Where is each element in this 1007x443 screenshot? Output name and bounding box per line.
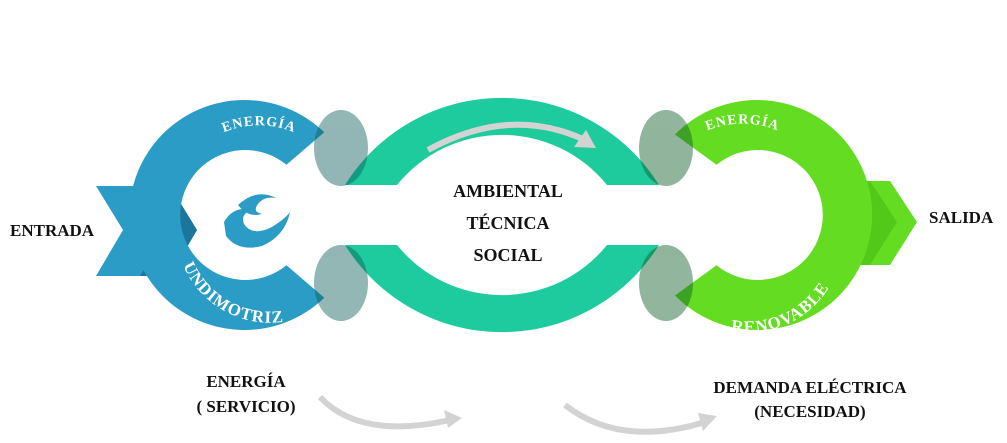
- center-ring-bottom-text: SATISFACER: [440, 381, 574, 414]
- center-ring: [345, 97, 659, 333]
- right-ring-top-text: ENERGÍA: [703, 113, 781, 135]
- center-flow-arrow: [426, 121, 596, 153]
- demand-label: DEMANDA ELÉCTRICA (NECESIDAD): [713, 378, 907, 421]
- center-item-social: SOCIAL: [473, 245, 542, 265]
- center-item-ambiental: AMBIENTAL: [453, 181, 563, 201]
- right-ring: [675, 99, 873, 330]
- demand-label-line1: DEMANDA ELÉCTRICA: [713, 378, 907, 397]
- center-items: AMBIENTAL TÉCNICA SOCIAL: [453, 181, 563, 265]
- left-ring: [129, 99, 325, 331]
- left-ring-top-text: ENERGÍA: [220, 114, 298, 136]
- demand-label-line2: (NECESIDAD): [754, 402, 865, 421]
- demand-flow-arrow: [563, 402, 717, 435]
- center-ring-top-text: SUSTENTABILIDAD: [366, 26, 645, 101]
- service-flow-arrow: [317, 394, 462, 430]
- ring-overlaps: [314, 110, 693, 321]
- service-label-line1: ENERGÍA: [206, 372, 286, 391]
- lightbulb-icon: [721, 178, 777, 244]
- output-label: SALIDA: [929, 208, 994, 227]
- wave-icon: [221, 177, 293, 249]
- input-label: ENTRADA: [10, 221, 95, 240]
- service-label-line2: ( SERVICIO): [196, 397, 295, 416]
- center-item-tecnica: TÉCNICA: [466, 212, 549, 233]
- service-label: ENERGÍA ( SERVICIO): [196, 372, 295, 416]
